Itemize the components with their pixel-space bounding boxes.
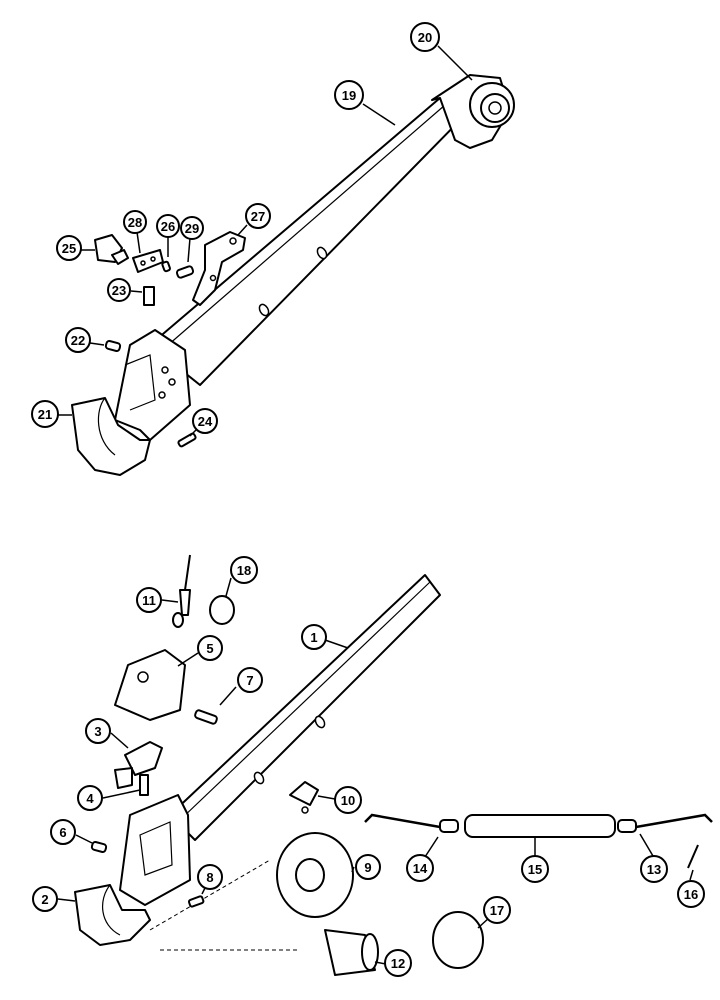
callout-label: 18 xyxy=(237,563,251,578)
callout-15: 15 xyxy=(521,855,549,883)
callout-label: 4 xyxy=(86,791,94,806)
callout-label: 1 xyxy=(310,630,317,645)
callout-20: 20 xyxy=(410,22,440,52)
callout-label: 26 xyxy=(161,219,175,234)
callout-label: 15 xyxy=(528,862,542,877)
callout-label: 14 xyxy=(413,861,428,876)
callout-label: 8 xyxy=(206,870,213,885)
callout-19: 19 xyxy=(334,80,364,110)
callout-23: 23 xyxy=(107,278,131,302)
callout-label: 9 xyxy=(364,860,371,875)
callout-label: 17 xyxy=(490,903,504,918)
callout-label: 23 xyxy=(112,283,126,298)
callout-12: 12 xyxy=(384,949,412,977)
callout-label: 19 xyxy=(342,88,356,103)
callout-label: 25 xyxy=(62,241,76,256)
lower-small-parts xyxy=(90,554,713,976)
callout-16: 16 xyxy=(677,880,705,908)
upper-small-parts xyxy=(94,231,246,448)
callout-14: 14 xyxy=(406,854,434,882)
callout-13: 13 xyxy=(640,855,668,883)
callout-21: 21 xyxy=(31,400,59,428)
callout-24: 24 xyxy=(192,408,218,434)
callout-label: 16 xyxy=(684,887,698,902)
callout-29: 29 xyxy=(180,216,204,240)
callout-label: 12 xyxy=(391,956,405,971)
callout-label: 27 xyxy=(251,209,265,224)
callout-10: 10 xyxy=(334,786,362,814)
callout-label: 7 xyxy=(246,673,253,688)
upper-lift-arm xyxy=(71,74,515,476)
callout-27: 27 xyxy=(245,203,271,229)
callout-4: 4 xyxy=(77,785,103,811)
lower-lift-arm xyxy=(74,574,441,951)
callout-label: 21 xyxy=(38,407,52,422)
callout-25: 25 xyxy=(56,235,82,261)
callout-1: 1 xyxy=(301,624,327,650)
leader-lines xyxy=(57,45,694,965)
callout-label: 20 xyxy=(418,30,432,45)
callout-7: 7 xyxy=(237,667,263,693)
callout-11: 11 xyxy=(136,587,162,613)
callout-8: 8 xyxy=(197,864,223,890)
callout-22: 22 xyxy=(65,327,91,353)
callout-label: 28 xyxy=(128,215,142,230)
callout-label: 22 xyxy=(71,333,85,348)
callout-28: 28 xyxy=(123,210,147,234)
callout-label: 29 xyxy=(185,221,199,236)
callout-label: 11 xyxy=(142,593,156,608)
callout-6: 6 xyxy=(50,819,76,845)
callout-9: 9 xyxy=(355,854,381,880)
callout-5: 5 xyxy=(197,635,223,661)
callout-label: 10 xyxy=(341,793,355,808)
callout-17: 17 xyxy=(483,896,511,924)
callout-26: 26 xyxy=(156,214,180,238)
callout-label: 2 xyxy=(41,892,48,907)
callout-3: 3 xyxy=(85,718,111,744)
callout-18: 18 xyxy=(230,556,258,584)
callout-label: 13 xyxy=(647,862,661,877)
callout-label: 5 xyxy=(206,641,213,656)
callout-label: 3 xyxy=(94,724,101,739)
callout-label: 6 xyxy=(59,825,66,840)
callout-2: 2 xyxy=(32,886,58,912)
callout-label: 24 xyxy=(198,414,213,429)
